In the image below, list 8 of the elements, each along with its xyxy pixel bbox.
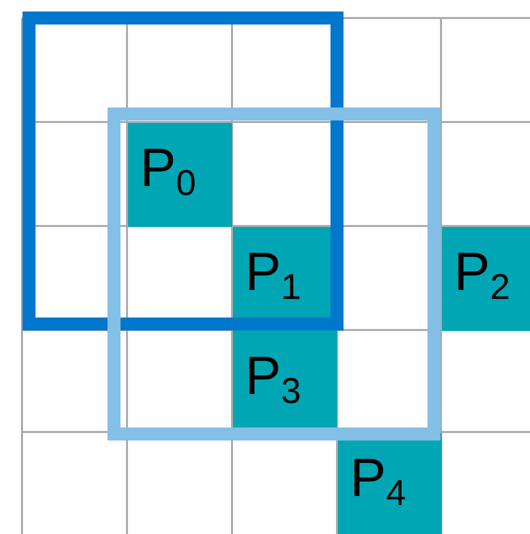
highlighted-cell [128,123,232,227]
highlighted-cell [442,227,530,331]
point-label: P$_{4}$ [350,451,406,511]
highlighted-cell [338,433,442,534]
point-label: P$_{2}$ [454,245,510,305]
point-label: P$_{3}$ [245,349,302,409]
point-label: P$_{1}$ [245,245,302,305]
point-label: P$_{0}$ [140,141,196,201]
